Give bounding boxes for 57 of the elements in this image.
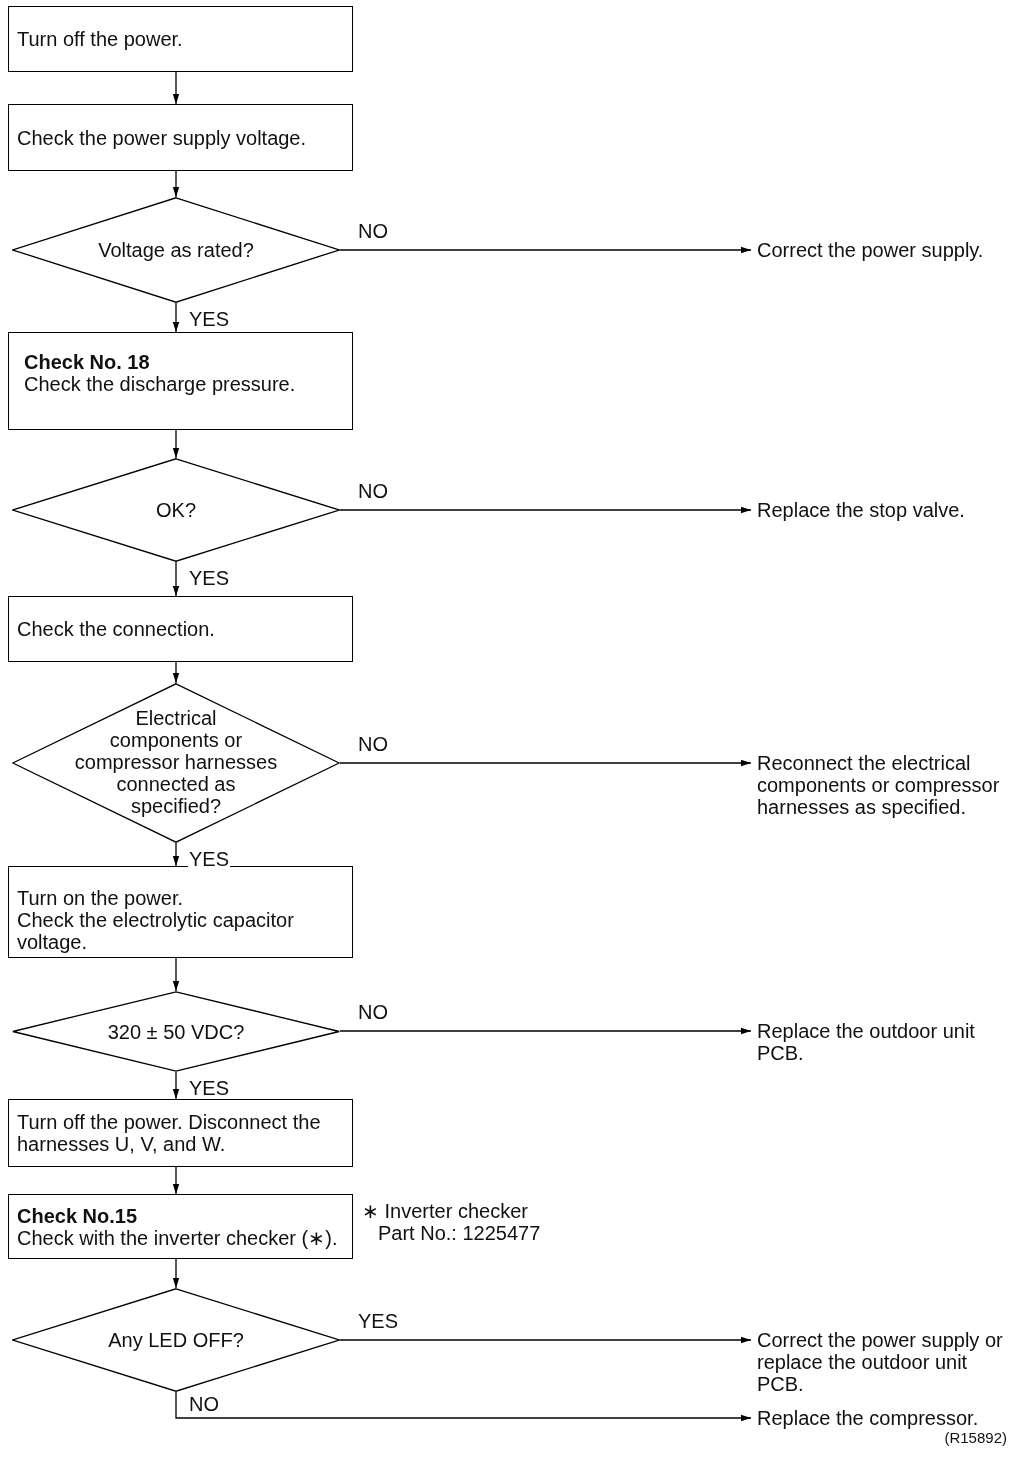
arrow [172,429,180,459]
check-heading: Check No. 18 [24,351,150,373]
arrow [172,170,180,198]
result-text: Reconnect the electrical components or compressor harnesses as specified. [757,752,1009,818]
result-text: Replace the outdoor unit PCB. [757,1020,1009,1064]
arrow [175,1391,752,1422]
decision-question: Electrical components or compressor harnesses connected as specified? [74,707,278,817]
edge-label: NO [188,1394,220,1414]
result-text: Correct the power supply. [757,239,984,261]
step-text: Turn off the power. Disconnect the harnesses U, V, and W. [17,1111,322,1155]
process-box [8,104,353,171]
result-text: Replace the compressor. [757,1407,979,1429]
process-box [8,1194,353,1259]
step-text: Turn on the power. [17,887,184,909]
decision-question: OK? [156,499,196,521]
arrow [172,661,180,684]
process-box [8,332,353,430]
decision-question: 320 ± 50 VDC? [107,1020,245,1043]
decision-question: Any LED OFF? [108,1329,244,1351]
arrow [172,957,180,992]
arrow [172,842,180,867]
process-box [8,596,353,662]
arrow [172,1258,180,1289]
edge-label: YES [188,1078,231,1098]
arrow [339,246,752,254]
arrow [172,71,180,105]
check-heading: Check No.15 [17,1204,138,1227]
edge-label: NO [357,1002,389,1022]
process-box [8,866,353,958]
step-text: Check the power supply voltage. [17,126,307,149]
process-box [8,1099,353,1167]
step-text: Turn off the power. [17,28,183,50]
edge-label: NO [357,221,389,241]
result-text: Correct the power supply or replace the outdoor unit PCB. [757,1329,1009,1395]
decision-question: Voltage as rated? [98,239,254,261]
edge-label: YES [188,849,231,869]
footnote-text: ∗ Inverter checker Part No.: 1225477 [362,1200,542,1244]
process-box [8,6,353,72]
arrow [172,1166,180,1195]
edge-label: NO [357,481,389,501]
edge-label: YES [188,568,231,588]
step-text: Check with the inverter checker (∗). [17,1226,338,1249]
arrow [339,506,752,514]
edge-label: YES [188,309,231,329]
arrow [339,759,752,767]
arrow [339,1027,752,1035]
arrow [172,302,180,333]
arrow [172,561,180,597]
figure-code: (R15892) [944,1429,1007,1447]
edge-label: NO [357,734,389,754]
result-text: Replace the stop valve. [757,499,965,521]
arrow [339,1336,752,1344]
arrow [172,1071,180,1100]
edge-label: YES [357,1311,400,1331]
step-text: Check the discharge pressure. [24,373,296,395]
step-text: Check the connection. [17,618,215,640]
step-text: Check the electrolytic capacitor voltage. [17,909,295,953]
